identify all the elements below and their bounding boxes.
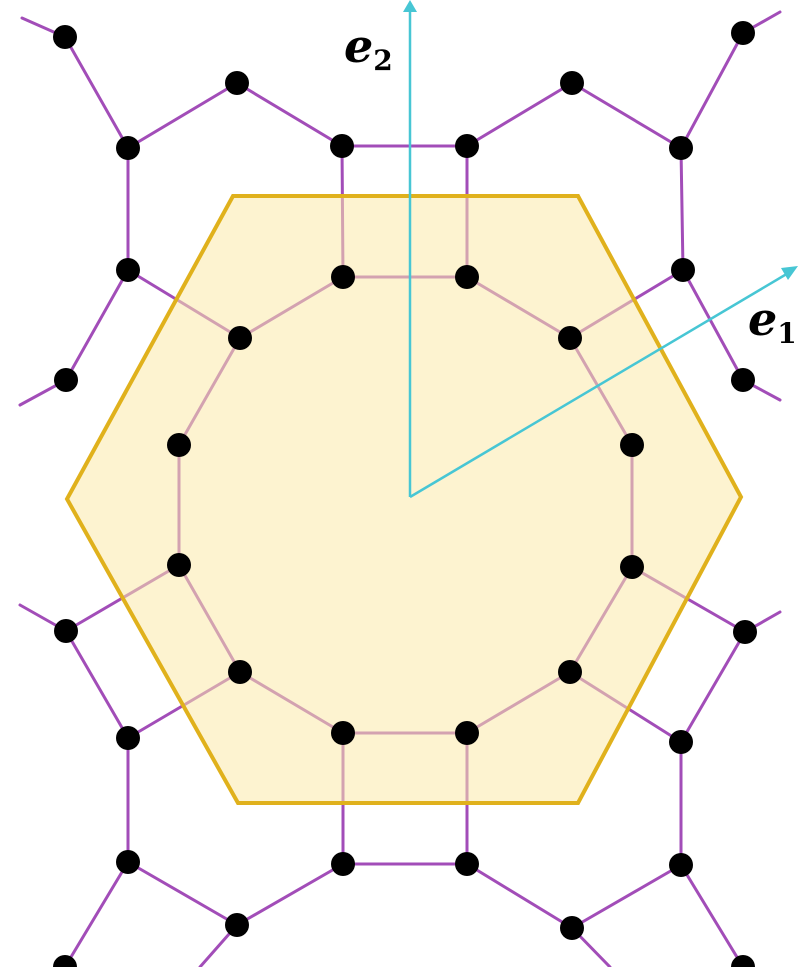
lattice-vertex — [620, 555, 644, 579]
lattice-vertex — [116, 136, 140, 160]
lattice-vertex — [167, 553, 191, 577]
lattice-vertex — [558, 326, 582, 350]
lattice-vertex — [225, 913, 249, 937]
lattice-vertex — [116, 726, 140, 750]
lattice-vertex — [560, 916, 584, 940]
lattice-vertex — [225, 71, 249, 95]
lattice-edge — [679, 863, 745, 967]
lattice-vertex — [331, 721, 355, 745]
basis-vector-e2 — [403, 0, 417, 497]
lattice-vertex — [669, 730, 693, 754]
lattice-vertex — [228, 660, 252, 684]
lattice-vertex — [53, 955, 77, 967]
lattice-edge — [63, 860, 130, 967]
lattice-vertex — [116, 850, 140, 874]
lattice-vertex — [167, 433, 191, 457]
lattice-vertex — [331, 852, 355, 876]
lattice-edge — [465, 81, 574, 148]
label-e1: e1 — [748, 292, 797, 350]
basis-vector-e1 — [409, 266, 798, 499]
lattice-vertex — [330, 134, 354, 158]
lattice-vertices — [53, 21, 757, 967]
unit-cell-hexagon — [64, 194, 744, 805]
lattice-vertex — [455, 721, 479, 745]
lattice-edge — [570, 863, 683, 930]
lattice-vertex — [731, 368, 755, 392]
lattice-edge — [679, 146, 685, 272]
lattice-vertex — [228, 326, 252, 350]
lattice-vertex — [331, 265, 355, 289]
lattice-edge — [126, 860, 239, 927]
lattice-edge — [465, 862, 574, 930]
lattice-vertex — [455, 852, 479, 876]
lattice-vertex — [669, 853, 693, 877]
lattice-vertex — [455, 265, 479, 289]
lattice-vertex — [733, 620, 757, 644]
lattice-edge — [235, 862, 345, 927]
lattice-vertex — [54, 619, 78, 643]
lattice-vertex — [731, 21, 755, 45]
lattice-vertex — [671, 258, 695, 282]
lattice-vertex — [558, 660, 582, 684]
lattice-vertex — [455, 134, 479, 158]
lattice-vertex — [116, 258, 140, 282]
lattice-edge — [679, 630, 747, 744]
lattice-edge — [679, 31, 745, 150]
lattice-vertex — [669, 136, 693, 160]
lattice-vertex — [731, 955, 755, 967]
lattice-edge — [64, 629, 130, 740]
lattice-edge — [126, 81, 239, 150]
lattice-edge — [64, 268, 130, 382]
lattice-vertex — [560, 71, 584, 95]
lattice-vertex — [53, 25, 77, 49]
lattice-vertex — [54, 368, 78, 392]
label-e2: e2 — [344, 19, 393, 77]
lattice-edge — [681, 268, 745, 382]
lattice-edge — [235, 81, 344, 148]
lattice-vertex — [620, 433, 644, 457]
lattice-edge — [63, 35, 130, 150]
lattice-edge — [570, 81, 683, 150]
